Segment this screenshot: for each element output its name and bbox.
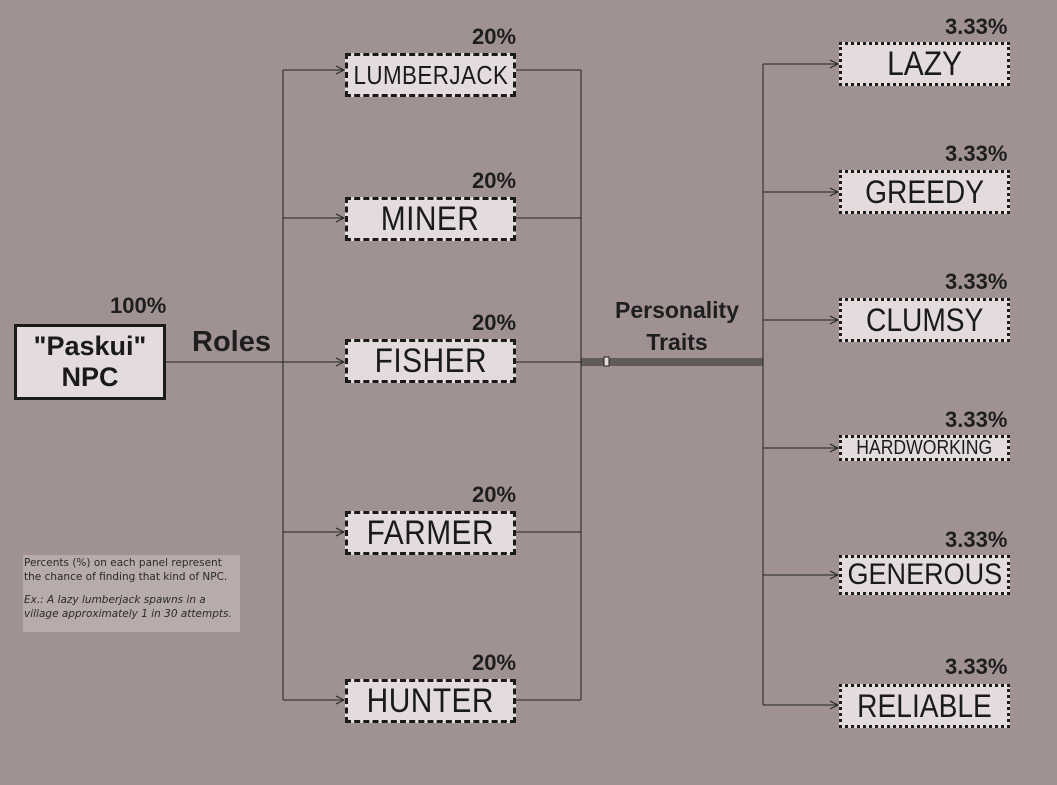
role-percent: 20% <box>472 650 517 675</box>
explanation-note: Percents (%) on each panel represent the… <box>23 555 240 632</box>
trait-label: HARDWORKING <box>856 436 993 459</box>
trait-percent: 3.33% <box>945 407 1008 432</box>
trait-reliable: RELIABLE <box>839 684 1010 728</box>
role-percent: 20% <box>472 24 517 49</box>
trait-percent: 3.33% <box>945 527 1008 552</box>
bundle-joint <box>603 356 610 367</box>
role-percent: 20% <box>472 168 517 193</box>
traits-label-line1: Personality <box>615 297 739 323</box>
root-npc-box: "Paskui" NPC <box>14 324 166 400</box>
trait-percent: 3.33% <box>945 141 1008 166</box>
trait-lazy: LAZY <box>839 42 1010 86</box>
trait-clumsy: CLUMSY <box>839 298 1010 342</box>
root-line1: "Paskui" <box>33 331 147 361</box>
role-farmer: FARMER <box>345 511 516 555</box>
trait-generous: GENEROUS <box>839 555 1010 595</box>
trait-label: CLUMSY <box>865 301 984 338</box>
roles-label: Roles <box>192 326 271 358</box>
trait-hardworking: HARDWORKING <box>839 435 1010 461</box>
trait-greedy: GREEDY <box>839 170 1010 214</box>
trait-percent: 3.33% <box>945 14 1008 39</box>
trait-percent: 3.33% <box>945 269 1008 294</box>
role-label: MINER <box>381 199 480 238</box>
role-percent: 20% <box>472 482 517 507</box>
role-hunter: HUNTER <box>345 679 516 723</box>
trait-label: RELIABLE <box>857 687 992 724</box>
role-miner: MINER <box>345 197 516 241</box>
role-label: HUNTER <box>366 681 495 720</box>
traits-label-line2: Traits <box>646 329 708 355</box>
root-percent: 100% <box>110 293 167 318</box>
role-lumberjack: LUMBERJACK <box>345 53 516 97</box>
note-description: Percents (%) on each panel represent the… <box>24 557 228 583</box>
note-example: Ex.: A lazy lumberjack spawns in a villa… <box>24 594 232 620</box>
trait-label: GREEDY <box>865 173 984 210</box>
root-line2: NPC <box>61 362 119 392</box>
traits-label: Personality Traits <box>612 294 742 358</box>
role-label: FARMER <box>366 513 495 552</box>
role-label: LUMBERJACK <box>353 59 508 90</box>
trait-label: LAZY <box>887 44 962 83</box>
trait-percent: 3.33% <box>945 654 1008 679</box>
trait-label: GENEROUS <box>847 558 1002 591</box>
role-label: FISHER <box>374 341 487 380</box>
role-percent: 20% <box>472 310 517 335</box>
role-fisher: FISHER <box>345 339 516 383</box>
